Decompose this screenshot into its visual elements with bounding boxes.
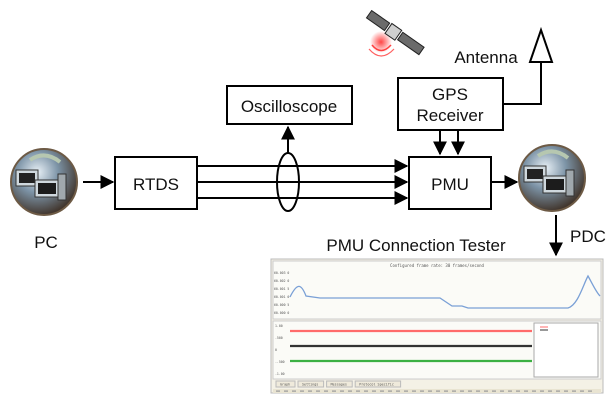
tester-tab-label: Protocol Specific: [359, 383, 394, 387]
tester-tab[interactable]: [326, 380, 353, 388]
strip-mark: [388, 390, 392, 392]
strip-mark: [516, 390, 520, 392]
oscilloscope-label: Oscilloscope: [241, 97, 337, 116]
gps-receiver-block: GPS Receiver: [397, 77, 504, 131]
strip-mark: [276, 390, 280, 392]
strip-mark: [468, 390, 472, 392]
strip-mark: [420, 390, 424, 392]
gps-label-line2: Receiver: [416, 106, 483, 125]
strip-mark: [412, 390, 416, 392]
strip-mark: [580, 390, 584, 392]
antenna-label: Antenna: [454, 48, 518, 67]
strip-mark: [476, 390, 480, 392]
gps-label-line1: GPS: [432, 85, 468, 104]
strip-mark: [532, 390, 536, 392]
tester-title: PMU Connection Tester: [326, 236, 506, 255]
frequency-plot-area: [272, 260, 602, 320]
pmu-label: PMU: [431, 175, 469, 194]
pc-label: PC: [34, 233, 58, 252]
strip-mark: [300, 390, 304, 392]
pdc-icon: [518, 144, 586, 212]
rtds-block: RTDS: [114, 156, 198, 210]
strip-mark: [556, 390, 560, 392]
strip-mark: [396, 390, 400, 392]
strip-mark: [380, 390, 384, 392]
upper-tick-label: 60.002 0: [274, 279, 289, 283]
strip-mark: [284, 390, 288, 392]
tester-tab-bar: Graph Settings Messages Protocol Specific: [275, 380, 402, 388]
lower-tick-label: .500: [275, 336, 283, 340]
strip-mark: [452, 390, 456, 392]
strip-mark: [588, 390, 592, 392]
strip-mark: [500, 390, 504, 392]
upper-tick-label: 60.003 0: [274, 271, 289, 275]
frequency-plot-ticks: 60.003 0 60.002 0 60.001 5 60.001 0 60.000 5…: [274, 271, 289, 315]
tester-tab-label: Graph: [280, 383, 290, 387]
tester-tab-label: Messages: [331, 383, 347, 387]
strip-mark: [492, 390, 496, 392]
frequency-line: [289, 274, 601, 309]
strip-mark: [404, 390, 408, 392]
phasor-plot-ticks: 1.00 .500 0 -.500 -1.00: [275, 324, 285, 376]
strip-mark: [508, 390, 512, 392]
rtds-label: RTDS: [133, 175, 179, 194]
strip-mark: [540, 390, 544, 392]
tester-tab[interactable]: [275, 380, 296, 388]
lower-tick-label: -1.00: [275, 372, 285, 376]
strip-mark: [564, 390, 568, 392]
lower-tick-label: 1.00: [275, 324, 283, 328]
strip-mark: [308, 390, 312, 392]
tester-tab[interactable]: [354, 380, 402, 388]
strip-mark: [444, 390, 448, 392]
strip-mark: [324, 390, 328, 392]
tester-tab[interactable]: [297, 380, 325, 388]
strip-mark: [332, 390, 336, 392]
strip-mark: [572, 390, 576, 392]
upper-tick-label: 60.001 0: [274, 295, 289, 299]
satellite-icon: [365, 9, 425, 57]
strip-mark: [436, 390, 440, 392]
lower-tick-label: -.500: [275, 360, 285, 364]
tester-window: Configured frame rate: 30 frames/second …: [270, 258, 604, 394]
antenna-icon: [528, 26, 554, 63]
pc-icon: [10, 148, 78, 216]
antenna-feed-line: [503, 61, 542, 105]
strip-mark: [372, 390, 376, 392]
pmu-block: PMU: [408, 156, 492, 210]
strip-mark: [356, 390, 360, 392]
strip-mark: [364, 390, 368, 392]
frequency-plot-title: Configured frame rate: 30 frames/second: [390, 263, 485, 268]
strip-mark: [316, 390, 320, 392]
pdc-label: PDC: [570, 227, 606, 246]
tester-tab-label: Settings: [302, 383, 318, 387]
upper-tick-label: 60.000 0: [274, 311, 289, 315]
upper-tick-label: 60.000 5: [274, 303, 289, 307]
strip-mark: [292, 390, 296, 392]
lower-tick-label: 0: [275, 348, 277, 352]
strip-mark: [460, 390, 464, 392]
status-strip-text: [276, 390, 592, 392]
strip-mark: [524, 390, 528, 392]
strip-mark: [428, 390, 432, 392]
phasor-legend-box: [533, 322, 599, 378]
upper-tick-label: 60.001 5: [274, 287, 289, 291]
oscilloscope-block: Oscilloscope: [226, 85, 353, 125]
strip-mark: [348, 390, 352, 392]
strip-mark: [484, 390, 488, 392]
strip-mark: [548, 390, 552, 392]
strip-mark: [340, 390, 344, 392]
